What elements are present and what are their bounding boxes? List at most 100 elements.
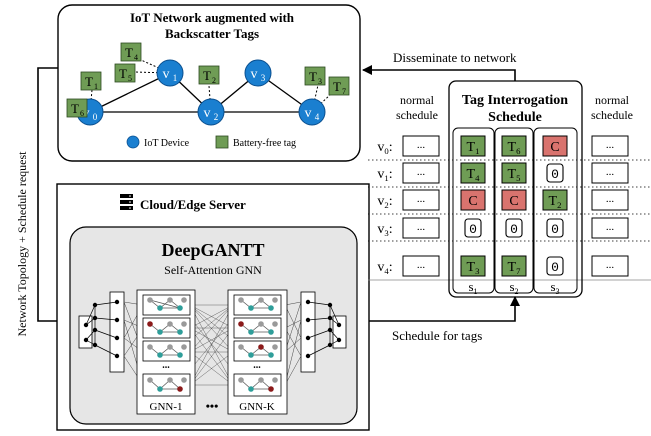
svg-text:2: 2: [212, 76, 216, 85]
normal-cell-right: [591, 189, 629, 211]
device-v2: v 2: [197, 98, 225, 126]
legend-device-label: IoT Device: [144, 138, 190, 149]
server-icon: [120, 194, 133, 210]
gnn-1-layer: ... GNN-1: [136, 289, 196, 415]
normal-cell-right: [591, 255, 629, 277]
gnn-1-subgraph-2: [142, 317, 191, 339]
schedule-cell-v4-s2: T7: [501, 255, 527, 277]
svg-text:v: v: [163, 67, 170, 82]
schedule-cell-v0-s3: C: [542, 135, 568, 157]
cell-value: C: [550, 140, 559, 155]
iot-panel-title-line1: IoT Network augmented with: [130, 10, 295, 25]
svg-text:3: 3: [261, 73, 266, 83]
svg-text:4: 4: [134, 53, 138, 62]
legend-device-marker: [126, 135, 140, 149]
row-label-v2: v2:: [377, 194, 392, 210]
cell-value: C: [509, 194, 518, 209]
gnn-1-subgraph-1: [142, 294, 191, 316]
schedule-cell-v1-s3: 0: [546, 163, 564, 183]
disseminate-arrow: [362, 65, 516, 81]
iot-panel-title-line2: Backscatter Tags: [165, 26, 259, 41]
schedule-cell-v3-s1: 0: [464, 218, 482, 238]
svg-text:T: T: [71, 101, 79, 116]
topology-request-arrow: [37, 67, 68, 326]
gnn-k-subgraph-3: [233, 340, 282, 362]
device-v3: v 3: [244, 59, 272, 87]
cell-value: 0: [469, 222, 477, 237]
gnn-1-label: GNN-1: [150, 401, 183, 413]
cell-value: 0: [510, 222, 518, 237]
column-label-s1: s1: [468, 279, 477, 296]
normal-cell-right-text: ...: [606, 193, 615, 205]
normal-cell-right-text: ...: [606, 259, 615, 271]
svg-text:7: 7: [342, 87, 346, 96]
model-name: DeepGANTT: [162, 240, 265, 260]
cell-value: T7: [508, 260, 522, 276]
svg-text:T: T: [119, 66, 127, 81]
normal-cell-left: [402, 189, 440, 211]
gnn-k-dots: ...: [253, 360, 261, 371]
schedule-cell-v2-s3: T2: [542, 189, 568, 211]
cell-value: T3: [467, 260, 480, 276]
schedule-cell-v2-s1: C: [460, 189, 486, 211]
svg-text:v: v: [204, 106, 211, 121]
normal-cell-left-text: ...: [417, 221, 426, 233]
gnn-1-dots: ...: [162, 360, 170, 371]
disseminate-label: Disseminate to network: [393, 50, 517, 65]
schedule-title-line1: Tag Interrogation: [462, 93, 568, 108]
svg-text:6: 6: [80, 109, 84, 118]
gnn-1-subgraph-4: [142, 373, 191, 397]
gnn-k-subgraph-4: [233, 373, 282, 397]
normal-schedule-left-line2: schedule: [396, 108, 438, 122]
row-label-v3: v3:: [377, 222, 392, 238]
normal-schedule-left-line1: normal: [400, 93, 435, 107]
iot-legend: IoT Device Battery-free tag: [126, 135, 296, 149]
schedule-cell-v1-s2: T5: [501, 162, 527, 184]
normal-cell-right: [591, 217, 629, 239]
svg-text:5: 5: [128, 74, 132, 83]
row-label-v0: v0:: [377, 140, 392, 156]
server-panel: Cloud/Edge Server DeepGANTT Self-Attenti…: [56, 183, 370, 431]
schedule-panel: Tag Interrogation Schedule normal schedu…: [368, 80, 651, 298]
svg-text:0: 0: [93, 112, 98, 122]
svg-text:v: v: [251, 67, 258, 82]
schedule-cell-v2-s2: C: [501, 189, 527, 211]
row-label-v4: v4:: [377, 260, 392, 276]
normal-cell-left: [402, 135, 440, 157]
layer-ellipsis: •••: [206, 399, 219, 413]
cell-value: T2: [549, 194, 562, 210]
cell-value: C: [468, 194, 477, 209]
normal-cell-left-text: ...: [417, 139, 426, 151]
svg-text:1: 1: [173, 73, 178, 83]
schedule-for-tags-arrow: [367, 296, 520, 322]
gnn-k-subgraph-1: [233, 294, 282, 316]
svg-text:1: 1: [94, 82, 98, 91]
gnn-1-subgraph-3: [142, 340, 191, 362]
normal-cell-left: [402, 255, 440, 277]
device-v1: v 1: [156, 59, 184, 87]
schedule-row-guides: [368, 159, 651, 242]
row-label-v1: v1:: [377, 167, 392, 183]
svg-text:T: T: [333, 79, 341, 94]
legend-tag-marker: [215, 135, 229, 149]
gnn-k-subgraph-2: [233, 317, 282, 339]
normal-cell-left: [402, 217, 440, 239]
cell-value: 0: [551, 222, 559, 237]
svg-text:2: 2: [214, 112, 219, 122]
schedule-cell-v4-s1: T3: [460, 255, 486, 277]
normal-cell-right: [591, 162, 629, 184]
server-title: Cloud/Edge Server: [140, 197, 246, 212]
schedule-cell-v1-s1: T4: [460, 162, 486, 184]
cell-value: T4: [467, 167, 481, 183]
